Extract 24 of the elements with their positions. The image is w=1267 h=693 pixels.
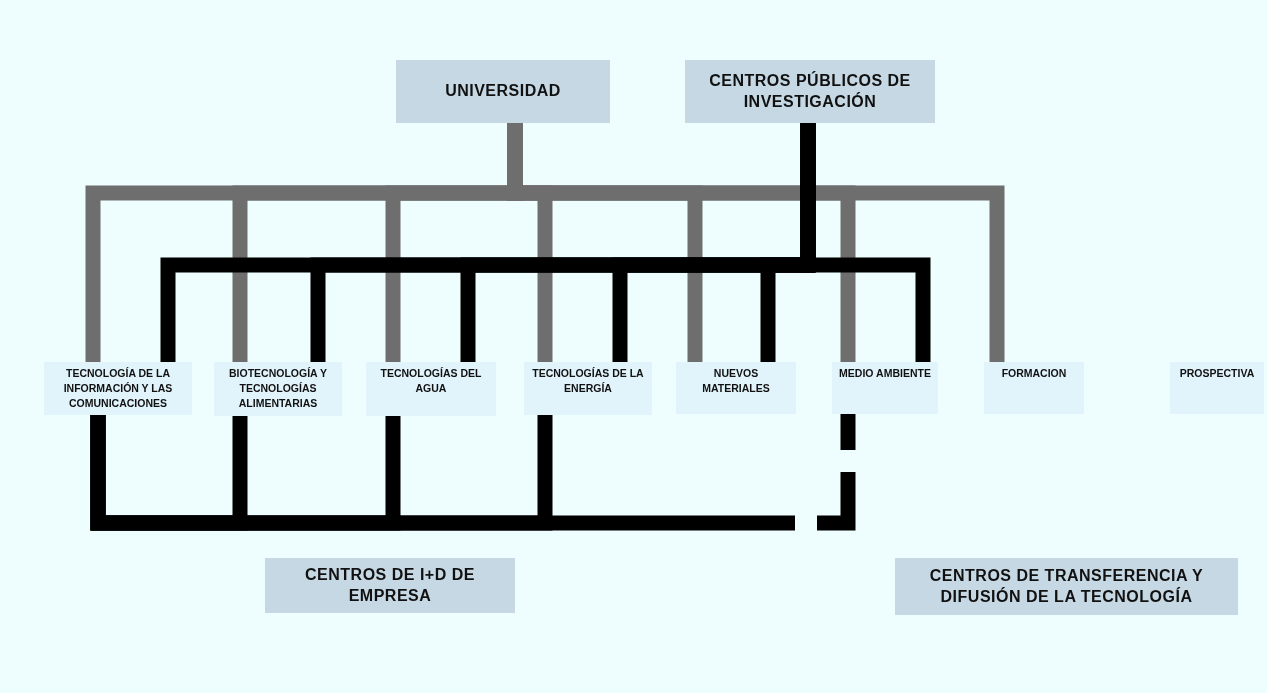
field-box [676, 362, 796, 414]
organization-box [685, 60, 935, 123]
field-box [984, 362, 1084, 414]
box-label: NUEVOS MATERIALES [701, 366, 771, 397]
box-label: CENTROS DE I+D DE EMPRESA [304, 564, 476, 606]
organization-box [895, 558, 1238, 615]
box-label: FORMACION [1001, 366, 1067, 381]
organization-box [396, 60, 610, 123]
box-label: CENTROS PÚBLICOS DE INVESTIGACIÓN [708, 70, 912, 112]
field-box [524, 362, 652, 415]
box-label: CENTROS DE TRANSFERENCIA Y DIFUSIÓN DE LA TECNOLOGÍA [928, 565, 1205, 607]
box-label: BIOTECNOLOGÍA Y TECNOLOGÍAS ALIMENTARIAS [228, 366, 328, 412]
box-label: TECNOLOGÍAS DE LA ENERGÍA [531, 366, 645, 397]
field-box [214, 362, 342, 416]
box-label: PROSPECTIVA [1179, 366, 1255, 381]
connector-line [90, 414, 856, 531]
field-box [366, 362, 496, 416]
box-label: MEDIO AMBIENTE [839, 366, 931, 381]
box-label: TECNOLOGÍA DE LA INFORMACIÓN Y LAS COMUNICACIONES [62, 366, 174, 412]
organization-box [265, 558, 515, 613]
field-box [44, 362, 192, 415]
box-label: UNIVERSIDAD [445, 81, 561, 102]
box-label: TECNOLOGÍAS DEL AGUA [379, 366, 483, 397]
field-box [832, 362, 938, 414]
